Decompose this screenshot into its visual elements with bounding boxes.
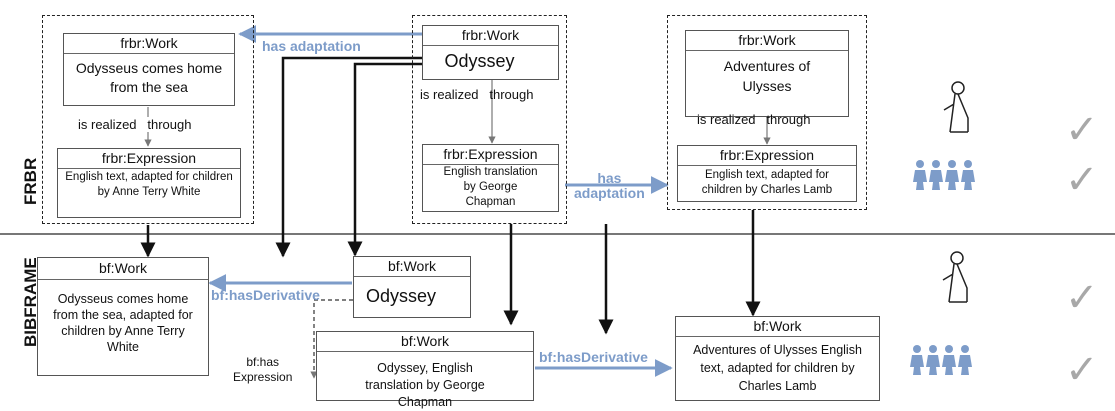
bf-work-class-label: bf:Work [38,258,208,280]
work-class-label: frbr:Work [686,31,848,51]
frbr-group-odysseus: frbr:Work Odysseus comes home from the s… [42,15,254,224]
expression-text: English translation by George Chapman [443,166,538,208]
work-class-label: frbr:Work [64,34,234,54]
check-icon: ✓ [1065,276,1099,320]
frbr-expression-odyssey: frbr:Expression English translation by G… [422,144,559,212]
has-adaptation-label: has adaptation [260,38,363,54]
bf-work-text: Odyssey [365,286,437,306]
person-icon [943,81,969,133]
check-icon: ✓ [1065,348,1099,392]
bf-work-odysseus: bf:Work Odysseus comes home from the sea… [37,257,209,376]
realized-label: is realized through [697,112,811,127]
frbr-expression-odysseus: frbr:Expression English text, adapted fo… [57,148,241,218]
frbr-group-odyssey: frbr:Work Odyssey is realized through fr… [412,15,567,224]
has-derivative-label-2: bf:hasDerivative [539,349,648,365]
people-group-icon [913,160,975,190]
expression-class-label: frbr:Expression [678,146,856,166]
realized-label: is realized through [420,87,534,102]
frbr-work-odysseus: frbr:Work Odysseus comes home from the s… [63,33,235,106]
expression-text: English text, adapted for children by An… [65,171,233,198]
bf-work-chapman: bf:Work Odyssey, English translation by … [316,331,534,409]
person-icon-2 [942,251,968,303]
bf-work-class-label: bf:Work [676,317,879,337]
check-icon: ✓ [1065,108,1099,152]
work-title: Adventures of Ulysses [723,58,811,94]
frbr-work-odyssey: frbr:Work Odyssey [422,25,559,80]
bf-work-class-label: bf:Work [317,332,533,352]
work-title: Odysseus comes home from the sea [75,60,223,95]
expression-text: English text, adapted for children by Ch… [701,169,833,196]
has-adaptation-label-2: has adaptation [574,170,645,201]
bf-work-text: Odysseus comes home from the sea, adapte… [53,292,193,354]
has-derivative-label: bf:hasDerivative [211,287,320,303]
bf-work-text: Adventures of Ulysses English text, adap… [693,343,862,393]
work-title: Odyssey [444,51,515,71]
frbr-section-label: FRBR [21,157,40,205]
frbr-work-ulysses: frbr:Work Adventures of Ulysses [685,30,849,117]
expression-class-label: frbr:Expression [58,149,240,169]
people-group-icon-2 [910,345,972,375]
expression-class-label: frbr:Expression [423,145,558,165]
check-icon: ✓ [1065,158,1099,202]
bf-work-text: Odyssey, English translation by George C… [365,361,485,409]
bf-work-class-label: bf:Work [354,257,470,277]
bf-work-odyssey: bf:Work Odyssey [353,256,471,318]
frbr-group-ulysses: frbr:Work Adventures of Ulysses is reali… [667,15,867,210]
realized-label: is realized through [76,117,194,132]
work-class-label: frbr:Work [423,26,558,46]
frbr-expression-ulysses: frbr:Expression English text, adapted fo… [677,145,857,202]
bf-work-ulysses: bf:Work Adventures of Ulysses English te… [675,316,880,401]
has-expression-label: bf:has Expression [233,355,293,384]
